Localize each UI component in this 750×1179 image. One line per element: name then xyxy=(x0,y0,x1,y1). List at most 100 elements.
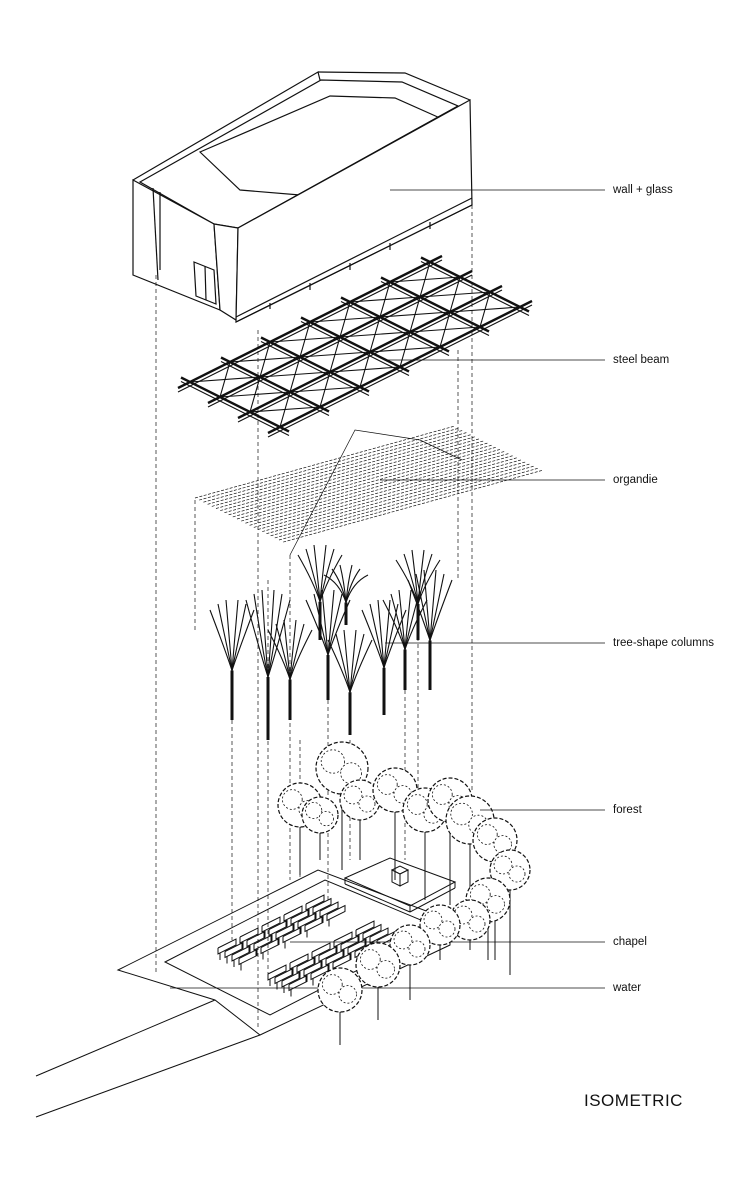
beam-brace xyxy=(289,356,301,393)
beam-member xyxy=(420,261,530,316)
beam-brace xyxy=(319,371,331,408)
tree-column-branch xyxy=(297,554,321,602)
tree-canopy-detail xyxy=(508,865,526,883)
organdie-strip xyxy=(253,455,514,528)
tree-canopy-detail xyxy=(431,784,453,805)
chapel-pew xyxy=(274,967,294,985)
tree-column-branch xyxy=(289,623,305,680)
beam-brace xyxy=(259,341,271,378)
chapel-pew xyxy=(253,934,273,951)
organdie-strip xyxy=(266,461,527,535)
chapel-pew xyxy=(289,953,309,970)
tree-column-branch xyxy=(225,599,233,671)
beam-brace xyxy=(479,291,491,328)
tree-canopy-detail xyxy=(305,802,323,820)
tree-column-branch xyxy=(349,639,373,693)
tree-canopy-detail xyxy=(338,985,357,1004)
organdie-strip xyxy=(283,469,544,543)
chapel-pew xyxy=(296,956,316,974)
tree-column-branch xyxy=(429,579,453,641)
organdie-strip xyxy=(262,459,523,532)
wall-glass-layer xyxy=(132,71,473,323)
tree-canopy-detail xyxy=(343,785,363,805)
forest-layer xyxy=(277,741,531,1045)
beam-brace xyxy=(379,281,391,318)
tree-columns-layer xyxy=(209,544,453,740)
tree-column-branch xyxy=(339,564,347,603)
chapel-pew xyxy=(362,923,382,941)
beam-member xyxy=(420,256,530,313)
organdie-strip xyxy=(249,452,510,526)
tree-canopy-detail xyxy=(493,855,513,875)
organdie-strip xyxy=(274,465,535,539)
tree-canopy-detail xyxy=(423,910,443,930)
label-tree-shape-columns: tree-shape columns xyxy=(613,637,714,649)
tree-column-branch xyxy=(267,629,291,680)
beam-brace xyxy=(299,321,311,358)
organdie-strip xyxy=(232,444,493,518)
chapel-pew xyxy=(355,920,375,937)
chapel-pew xyxy=(288,974,308,992)
tree-canopy-detail xyxy=(406,794,428,815)
chapel-pew xyxy=(268,919,288,937)
organdie-strip xyxy=(278,467,540,541)
chapel-pew xyxy=(260,937,280,955)
chapel-pew xyxy=(297,912,317,929)
tree-column-branch xyxy=(313,544,321,602)
tree-column-branch xyxy=(289,629,313,680)
label-chapel: chapel xyxy=(613,936,647,948)
label-organdie: organdie xyxy=(613,474,658,486)
tree-column-branch xyxy=(345,574,369,603)
beam-brace xyxy=(439,311,451,348)
beam-member xyxy=(380,281,490,336)
organdie-strip xyxy=(199,427,460,501)
beam-member xyxy=(380,276,490,333)
chapel-pew xyxy=(231,945,251,962)
organdie-strip xyxy=(220,438,481,511)
organdie-strip xyxy=(228,442,489,516)
tree-canopy-detail xyxy=(318,810,334,827)
tree-canopy-detail xyxy=(486,895,505,914)
organdie-strip xyxy=(224,440,485,514)
chapel-pew xyxy=(282,926,302,944)
label-steel-beam: steel beam xyxy=(613,354,670,366)
organdie-strip xyxy=(245,450,506,524)
beam-brace xyxy=(329,336,341,373)
beam-member xyxy=(260,341,370,396)
label-forest: forest xyxy=(613,804,642,816)
tree-column-branch xyxy=(275,623,291,680)
chapel-pew xyxy=(261,916,281,933)
beam-member xyxy=(180,376,290,433)
base-platform xyxy=(35,857,457,1118)
tree-column-branch xyxy=(343,629,351,693)
chapel-pew xyxy=(267,964,287,981)
beam-member xyxy=(300,316,410,373)
beam-brace xyxy=(339,301,351,338)
tree-canopy-detail xyxy=(408,940,426,958)
chapel-pew xyxy=(325,949,345,966)
tree-column-branch xyxy=(261,589,269,678)
beam-brace xyxy=(409,296,421,333)
chapel-pews xyxy=(217,894,396,997)
organdie-strip xyxy=(257,457,519,530)
chapel-pew xyxy=(340,934,360,952)
beam-member xyxy=(220,361,330,416)
chapel-pew xyxy=(333,931,353,948)
chapel-pew xyxy=(290,908,310,926)
label-water: water xyxy=(613,982,642,994)
organdie-strip xyxy=(270,463,531,537)
steel-beam-layer xyxy=(177,254,533,438)
chapel-pew xyxy=(326,904,346,922)
chapel-pew xyxy=(319,901,339,918)
chapel-pew xyxy=(246,930,266,948)
organdie-strip xyxy=(241,448,502,522)
tree-canopy-detail xyxy=(476,824,498,845)
tree-canopy-detail xyxy=(438,920,456,938)
chapel-pew xyxy=(304,915,324,933)
chapel-pew xyxy=(305,894,325,911)
chapel-pew xyxy=(283,905,303,922)
organdie-edge xyxy=(289,429,463,556)
chapel-pew xyxy=(275,923,295,940)
